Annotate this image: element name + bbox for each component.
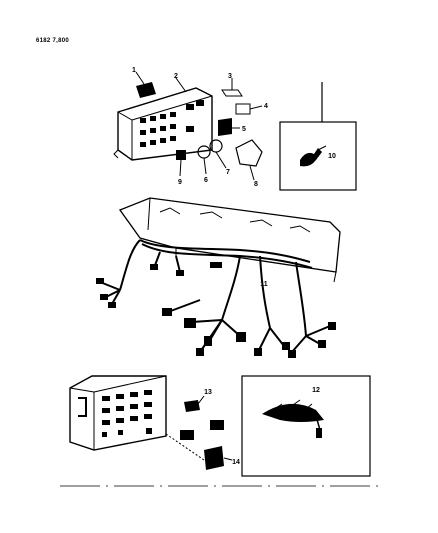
callout-2: 2 <box>174 73 178 80</box>
callout-5: 5 <box>242 126 246 133</box>
callout-8: 8 <box>254 181 258 188</box>
fuse-block-bottom <box>69 375 167 451</box>
callout-1: 1 <box>132 67 136 74</box>
connector-part-4 <box>235 103 263 115</box>
wiring-harness-part-11 <box>99 239 331 353</box>
harness-connectors <box>96 264 336 358</box>
callout-14: 14 <box>232 459 240 466</box>
callout-9: 9 <box>178 179 182 186</box>
callout-6: 6 <box>204 177 208 184</box>
callout-13: 13 <box>204 389 212 396</box>
relay-part-1 <box>135 71 156 98</box>
fuse-block-top <box>113 87 213 161</box>
flasher-part-9 <box>176 150 186 177</box>
inset-part-10 <box>279 82 357 191</box>
callout-3: 3 <box>228 73 232 80</box>
relays-group <box>165 420 233 470</box>
inset-part-12 <box>241 375 371 477</box>
grommets-part-6-7 <box>197 139 227 175</box>
cover-part-8 <box>235 139 263 181</box>
callout-12: 12 <box>312 387 320 394</box>
drawing-code: 6182 7,800 <box>36 38 70 44</box>
module-part-5 <box>218 118 240 136</box>
relay-part-13 <box>184 395 205 412</box>
callout-7: 7 <box>226 169 230 176</box>
callout-4: 4 <box>264 103 268 110</box>
callout-11: 11 <box>260 281 268 288</box>
callout-10: 10 <box>328 153 336 160</box>
callout-labels: 1 2 3 4 5 6 7 8 9 10 11 12 13 14 <box>132 67 336 466</box>
connector-part-3 <box>221 78 243 97</box>
